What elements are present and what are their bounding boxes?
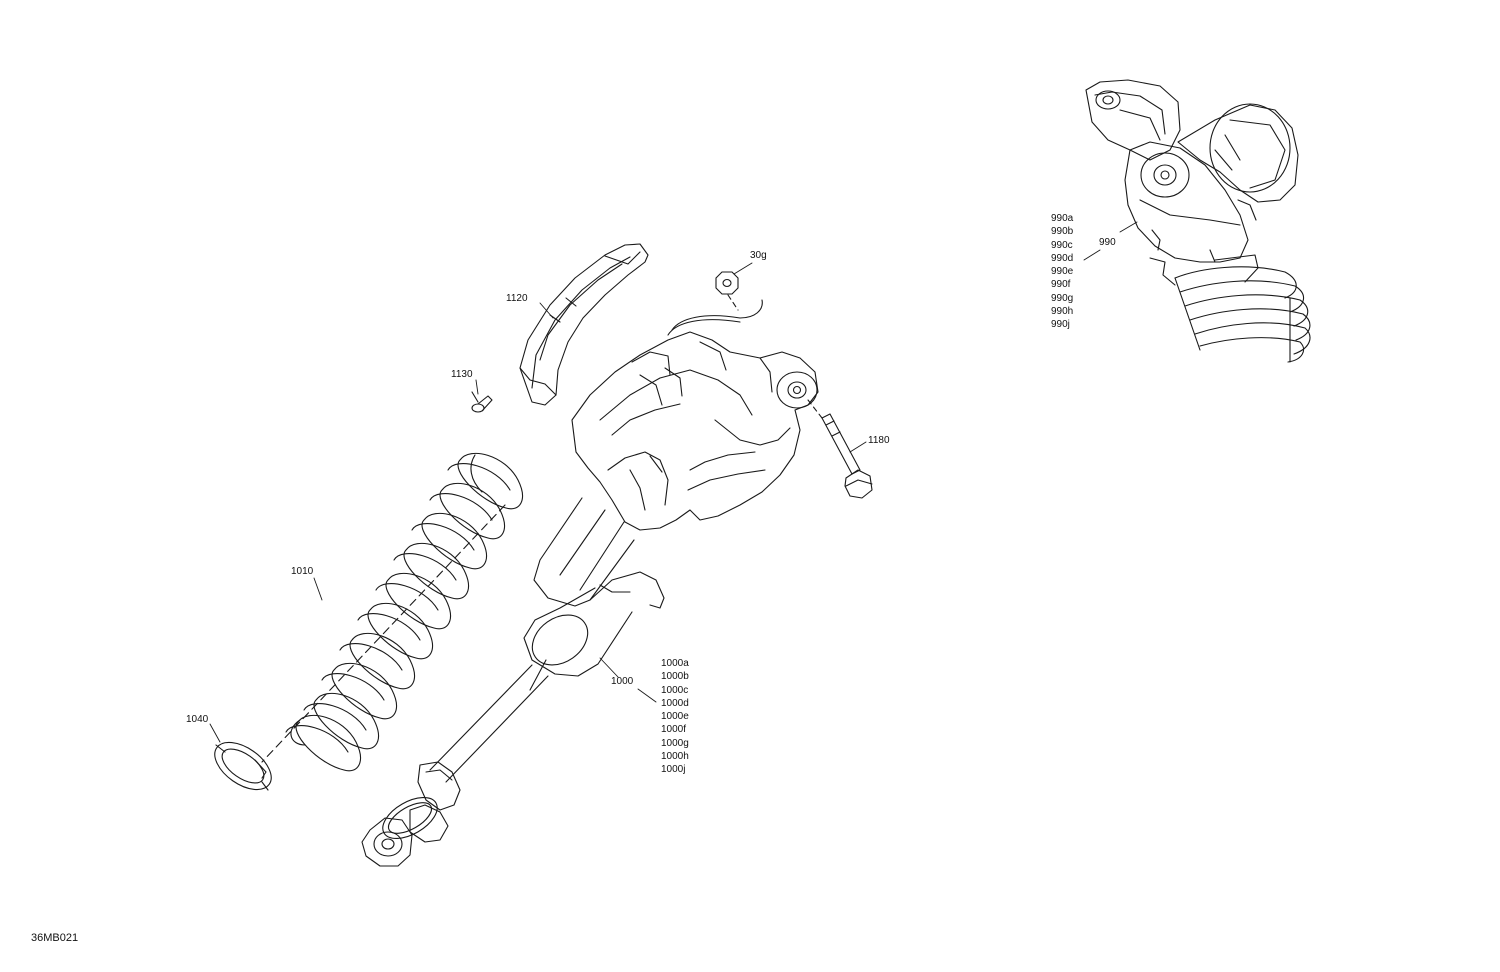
variant-990f: 990f bbox=[1051, 279, 1071, 291]
variant-1000h: 1000h bbox=[661, 751, 689, 763]
shock-part-1000 bbox=[361, 331, 819, 867]
callout-30g: 30g bbox=[750, 250, 767, 261]
callout-1040: 1040 bbox=[186, 714, 209, 725]
screw-part-1130 bbox=[471, 391, 493, 413]
leader-lines bbox=[209, 221, 1138, 743]
callout-1130: 1130 bbox=[451, 369, 473, 380]
variant-990e: 990e bbox=[1051, 266, 1074, 278]
variant-1000f: 1000f bbox=[661, 724, 687, 736]
callout-990: 990 bbox=[1099, 237, 1116, 248]
seat-ring-part-1040 bbox=[214, 741, 272, 791]
variant-1000j: 1000j bbox=[661, 764, 686, 776]
variant-990a: 990a bbox=[1051, 213, 1074, 224]
variant-990d: 990d bbox=[1051, 252, 1074, 264]
variant-990h: 990h bbox=[1051, 306, 1074, 318]
variant-990j: 990j bbox=[1051, 319, 1070, 331]
callout-1120: 1120 bbox=[506, 293, 528, 304]
spring-part-1010 bbox=[261, 452, 523, 772]
cover-part-1120 bbox=[519, 243, 649, 406]
variant-990g: 990g bbox=[1051, 292, 1074, 304]
variant-1000c: 1000c bbox=[661, 684, 689, 696]
variant-1000g: 1000g bbox=[661, 737, 689, 749]
callout-1000: 1000 bbox=[611, 676, 634, 687]
shock-assembly-990 bbox=[1085, 79, 1311, 363]
callout-1010: 1010 bbox=[291, 566, 314, 577]
variant-990c: 990c bbox=[1051, 239, 1073, 251]
vent-tube bbox=[671, 299, 763, 331]
variant-1000d: 1000d bbox=[661, 697, 689, 709]
callout-1180: 1180 bbox=[868, 435, 890, 446]
drawing-code: 36MB021 bbox=[31, 932, 79, 944]
variant-1000b: 1000b bbox=[661, 671, 689, 683]
bolt-part-1180 bbox=[807, 399, 873, 499]
variant-1000a: 1000a bbox=[661, 658, 689, 669]
variant-990b: 990b bbox=[1051, 226, 1074, 238]
nut-part-30g bbox=[715, 271, 739, 311]
variant-1000e: 1000e bbox=[661, 711, 689, 723]
